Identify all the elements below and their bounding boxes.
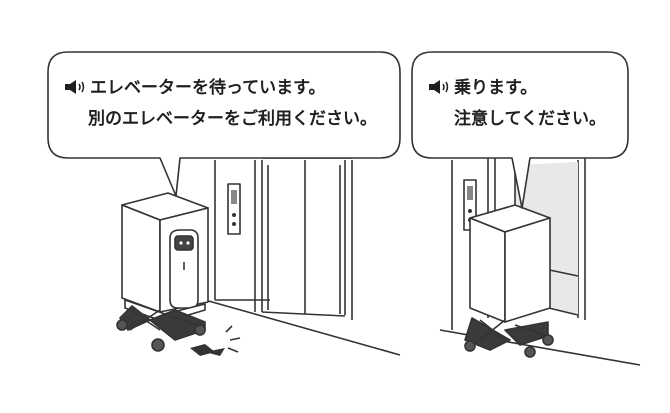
- left-bubble-line1: エレベーターを待っています。: [90, 78, 326, 98]
- left-call-panel: [227, 183, 241, 235]
- left-speech-bubble: [47, 51, 401, 197]
- right-bubble-line2: 注意してください。: [454, 109, 606, 129]
- left-panel-scene: [47, 51, 401, 356]
- right-speech-bubble: [411, 51, 629, 209]
- right-bubble-text: 乗ります。 注意してください。: [428, 76, 606, 131]
- right-bubble-line1-row: 乗ります。: [428, 76, 606, 100]
- left-bubble-line1-row: エレベーターを待っています。: [64, 76, 377, 100]
- left-bubble-line2: 別のエレベーターをご利用ください。: [88, 109, 377, 129]
- right-bubble-line1: 乗ります。: [454, 78, 538, 98]
- left-robot: [116, 192, 241, 356]
- speaker-icon: [429, 80, 449, 94]
- right-robot: [464, 204, 554, 358]
- left-bubble-text: エレベーターを待っています。 別のエレベーターをご利用ください。: [64, 76, 377, 131]
- right-panel-scene: [411, 51, 641, 366]
- speaker-icon: [65, 80, 85, 94]
